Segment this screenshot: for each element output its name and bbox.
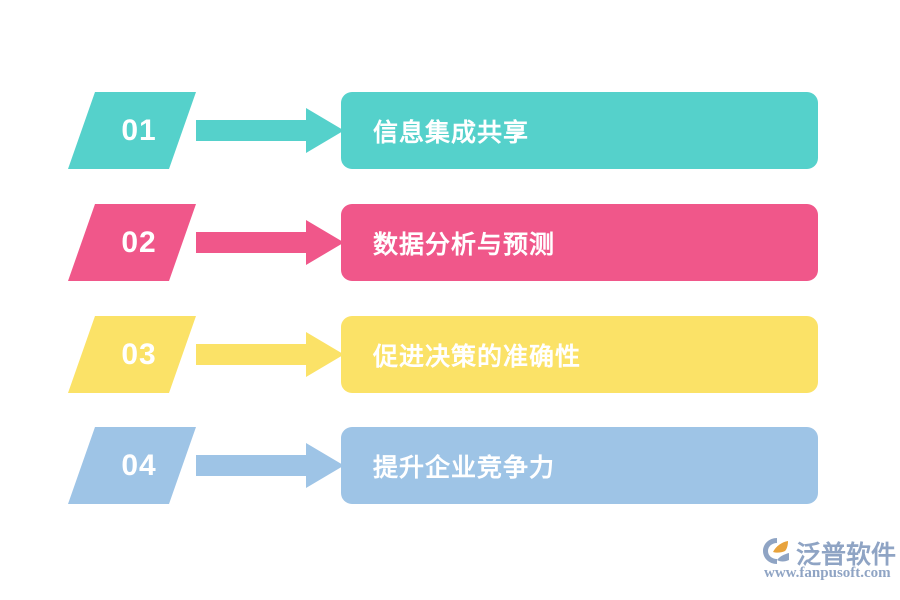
step-number-tag: 02: [68, 204, 196, 281]
arrow-connector-icon: [196, 220, 344, 265]
step-number-tag: 04: [68, 427, 196, 504]
process-label-box[interactable]: 信息集成共享: [341, 92, 818, 169]
arrow-connector-icon: [196, 332, 344, 377]
step-number-tag: 01: [68, 92, 196, 169]
process-row: 04 提升企业竞争力: [0, 427, 900, 504]
process-row: 02 数据分析与预测: [0, 204, 900, 281]
parallelogram-shape: [68, 316, 196, 393]
process-label-box[interactable]: 促进决策的准确性: [341, 316, 818, 393]
process-label-text: 促进决策的准确性: [373, 342, 582, 371]
process-label-text: 提升企业竞争力: [373, 453, 556, 482]
process-label-text: 信息集成共享: [373, 118, 530, 147]
process-label-box[interactable]: 提升企业竞争力: [341, 427, 818, 504]
process-label-box[interactable]: 数据分析与预测: [341, 204, 818, 281]
brand-watermark: 泛普软件 www.fanpusoft.com: [762, 533, 897, 589]
process-label-text: 数据分析与预测: [373, 230, 556, 259]
brand-url: www.fanpusoft.com: [764, 565, 891, 581]
arrow-connector-icon: [196, 108, 344, 153]
parallelogram-shape: [68, 204, 196, 281]
brand-name: 泛普软件: [796, 541, 897, 569]
parallelogram-shape: [68, 92, 196, 169]
arrow-connector-icon: [196, 443, 344, 488]
process-row: 03 促进决策的准确性: [0, 316, 900, 393]
fanpu-swoosh-logo-icon: [762, 537, 792, 570]
step-number-label: 02: [121, 225, 157, 259]
step-number-label: 04: [121, 448, 157, 482]
process-row: 01 信息集成共享: [0, 92, 900, 169]
step-number-label: 01: [121, 113, 157, 147]
step-number-tag: 03: [68, 316, 196, 393]
parallelogram-shape: [68, 427, 196, 504]
step-number-label: 03: [121, 337, 157, 371]
